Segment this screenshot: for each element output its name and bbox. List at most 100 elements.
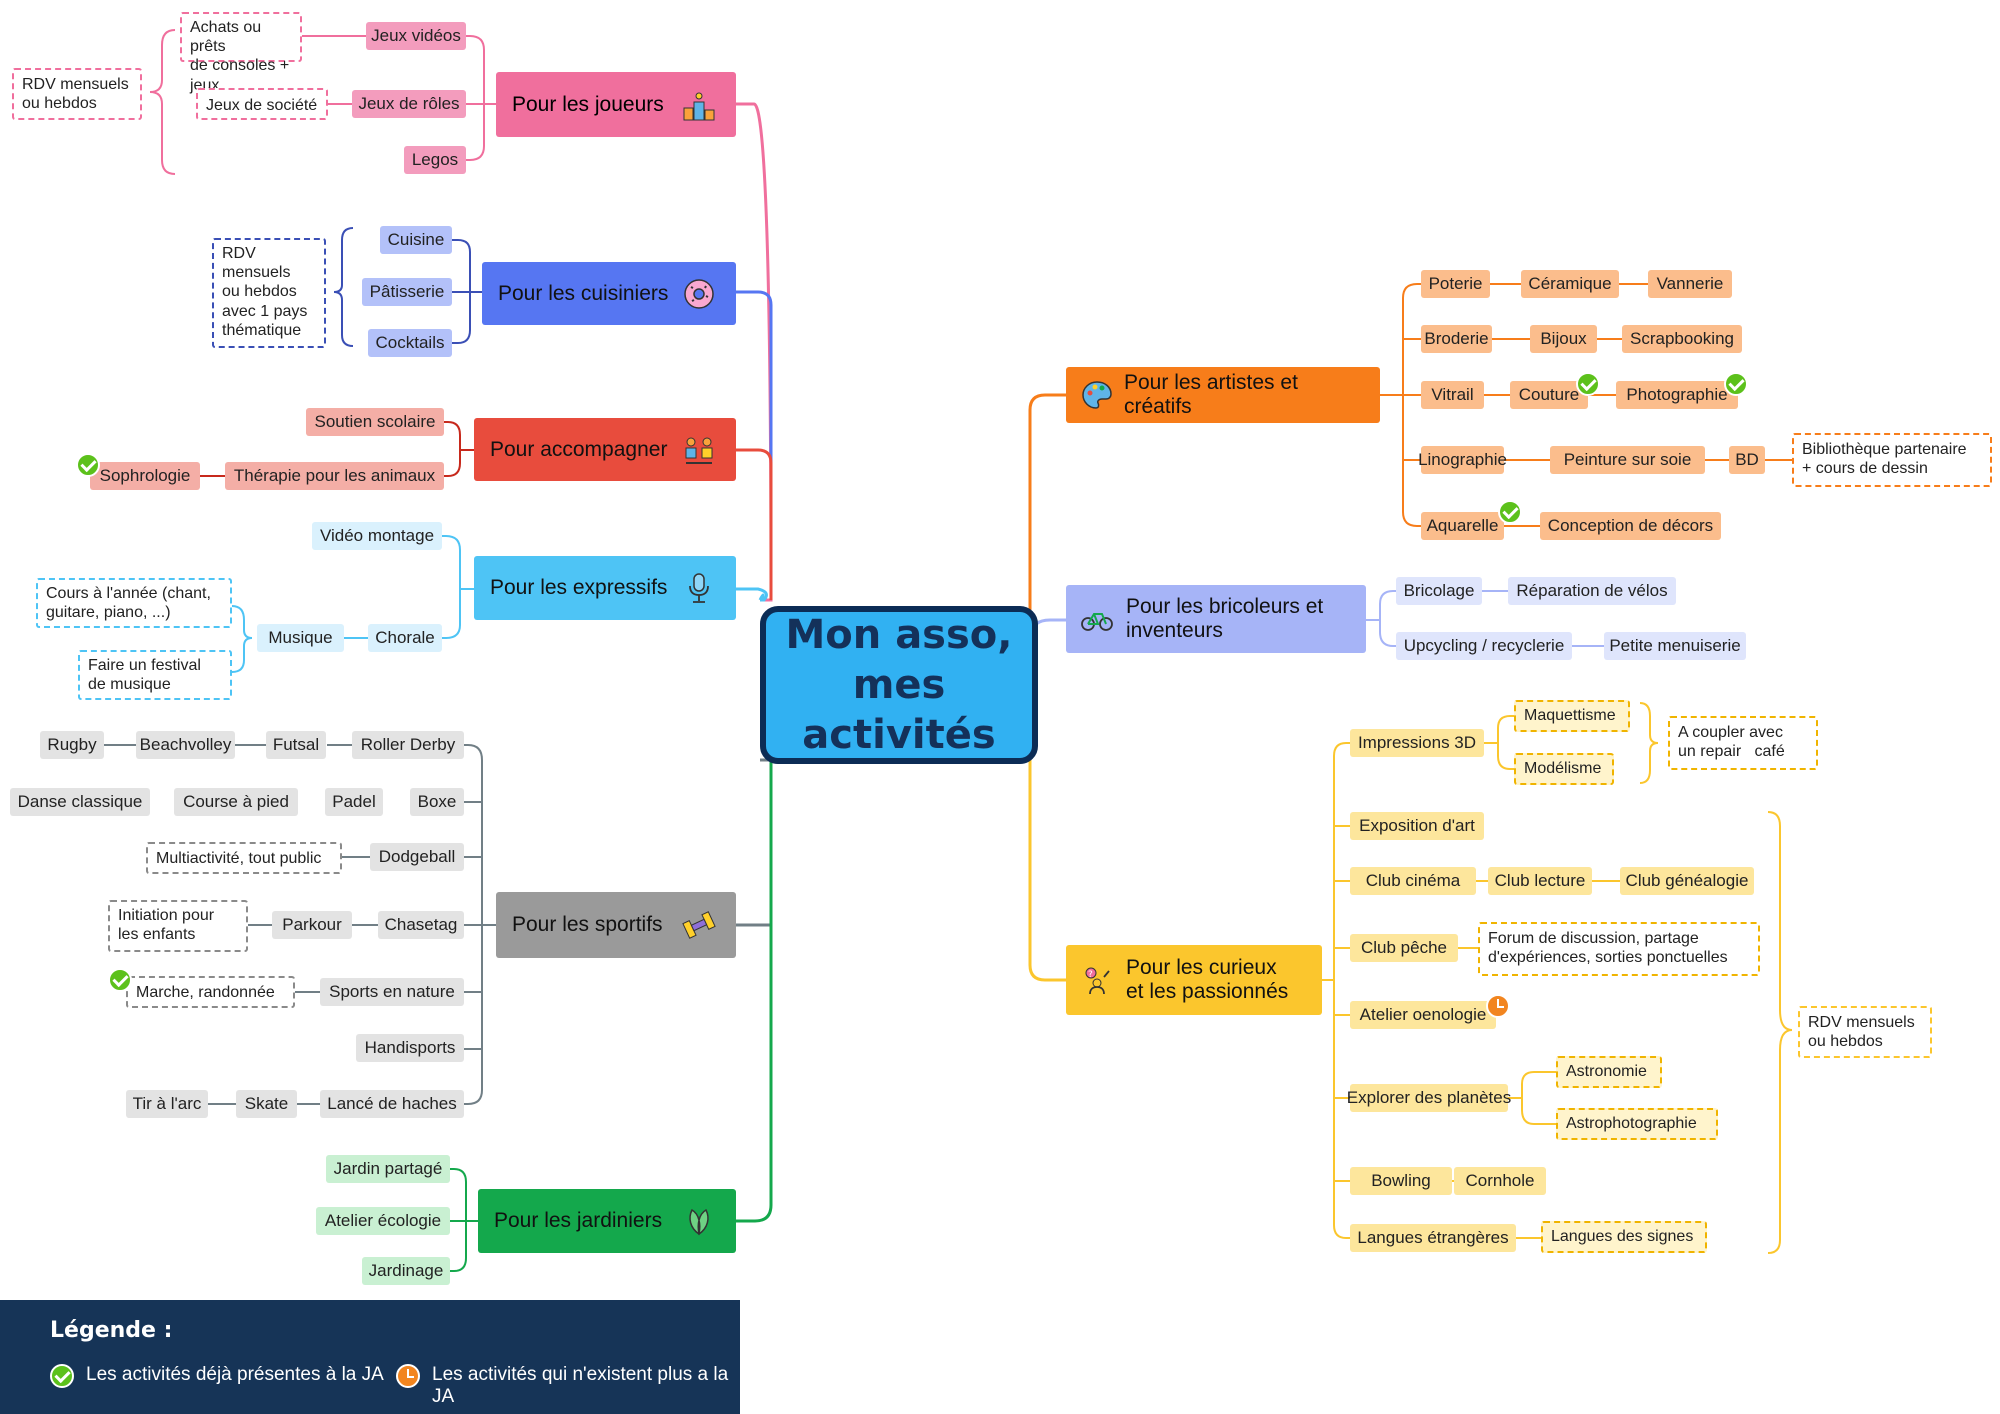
node-bijoux[interactable]: Bijoux [1530, 325, 1597, 353]
node-roller-derby[interactable]: Roller Derby [352, 731, 464, 759]
node-tir-arc[interactable]: Tir à l'arc [126, 1090, 208, 1118]
node-poterie[interactable]: Poterie [1421, 270, 1490, 298]
node-impressions-3d[interactable]: Impressions 3D [1350, 729, 1484, 757]
node-cornhole[interactable]: Cornhole [1454, 1167, 1546, 1195]
node-video-montage[interactable]: Vidéo montage [312, 522, 442, 550]
dumbbell-icon [682, 911, 716, 939]
node-chorale[interactable]: Chorale [368, 624, 442, 652]
node-jardinage[interactable]: Jardinage [362, 1257, 450, 1285]
legend-absent-label: Les activités qui n'existent plus a la J… [432, 1364, 729, 1407]
node-club-cinema[interactable]: Club cinéma [1350, 867, 1476, 895]
note-bibliotheque-line2: + cours de dessin [1802, 460, 1928, 478]
node-club-lecture[interactable]: Club lecture [1488, 867, 1592, 895]
node-sports-nature[interactable]: Sports en nature [320, 978, 464, 1006]
node-legos[interactable]: Legos [404, 146, 466, 174]
node-lance-haches[interactable]: Lancé de haches [320, 1090, 464, 1118]
note-rdv-cuisiniers-line4: avec 1 pays [222, 302, 308, 320]
donut-icon [684, 278, 714, 309]
node-exposition-art[interactable]: Exposition d'art [1350, 812, 1484, 840]
note-cours-annee: Cours à l'année (chant,guitare, piano, .… [36, 578, 232, 628]
node-patisserie[interactable]: Pâtisserie [362, 278, 452, 306]
branch-artistes[interactable]: Pour les artistes et créatifs [1066, 367, 1380, 423]
node-jardin-partage[interactable]: Jardin partagé [326, 1155, 450, 1183]
node-club-peche[interactable]: Club pêche [1350, 934, 1458, 962]
node-dodgeball[interactable]: Dodgeball [370, 843, 464, 871]
node-petite-menuiserie[interactable]: Petite menuiserie [1604, 632, 1746, 660]
branch-sportifs-label: Pour les sportifs [512, 913, 663, 936]
node-parkour[interactable]: Parkour [272, 911, 352, 939]
node-rugby[interactable]: Rugby [40, 731, 104, 759]
branch-cuisiniers[interactable]: Pour les cuisiniers [482, 262, 736, 325]
node-skate[interactable]: Skate [236, 1090, 297, 1118]
note-jeux-societe: Jeux de société [196, 88, 328, 120]
node-atelier-ecologie[interactable]: Atelier écologie [316, 1207, 450, 1235]
node-sophrologie[interactable]: Sophrologie [90, 462, 200, 490]
node-cuisine[interactable]: Cuisine [380, 226, 452, 254]
branch-curieux-label-line1: Pour les curieux [1126, 956, 1277, 979]
branch-cuisiniers-label: Pour les cuisiniers [498, 281, 669, 305]
note-marche-randonnee: Marche, randonnée [126, 976, 295, 1008]
branch-bricoleurs-label-line1: Pour les bricoleurs et [1126, 595, 1324, 618]
node-jeux-videos[interactable]: Jeux vidéos [366, 22, 466, 50]
note-forum-line2: d'expériences, sorties ponctuelles [1488, 949, 1728, 967]
note-astronomie: Astronomie [1556, 1056, 1662, 1088]
branch-expressifs-label: Pour les expressifs [490, 576, 668, 599]
node-broderie[interactable]: Broderie [1421, 325, 1492, 353]
node-upcycling[interactable]: Upcycling / recyclerie [1396, 632, 1572, 660]
branch-sportifs[interactable]: Pour les sportifs [496, 892, 736, 958]
node-bd[interactable]: BD [1729, 446, 1765, 474]
node-soutien-scolaire[interactable]: Soutien scolaire [306, 408, 444, 436]
node-course-pied[interactable]: Course à pied [174, 788, 298, 816]
branch-joueurs-label: Pour les joueurs [512, 92, 664, 116]
central-topic[interactable]: Mon asso,mes activités [760, 606, 1038, 764]
central-title-line1: Mon asso, [785, 612, 1013, 658]
node-ceramique[interactable]: Céramique [1521, 270, 1619, 298]
note-festival-line1: Faire un festival [88, 657, 201, 674]
node-aquarelle[interactable]: Aquarelle [1421, 512, 1504, 540]
branch-jardiniers-label: Pour les jardiniers [494, 1209, 663, 1232]
branch-jardiniers[interactable]: Pour les jardiniers [478, 1189, 736, 1253]
leaf-icon [689, 1208, 709, 1236]
branch-accompagner[interactable]: Pour accompagner [474, 418, 736, 481]
branch-expressifs[interactable]: Pour les expressifs [474, 556, 736, 620]
node-conception-decors[interactable]: Conception de décors [1540, 512, 1721, 540]
node-couture[interactable]: Couture [1510, 381, 1588, 409]
node-futsal[interactable]: Futsal [266, 731, 326, 759]
node-reparation-velos[interactable]: Réparation de vélos [1508, 577, 1676, 605]
note-rdv-curieux-line1: RDV mensuels [1808, 1014, 1915, 1031]
node-vannerie[interactable]: Vannerie [1648, 270, 1732, 298]
node-explorer-planetes[interactable]: Explorer des planètes [1347, 1084, 1511, 1112]
node-musique[interactable]: Musique [257, 624, 344, 652]
node-jeux-roles[interactable]: Jeux de rôles [352, 90, 466, 118]
node-beachvolley[interactable]: Beachvolley [136, 731, 235, 759]
node-photographie[interactable]: Photographie [1616, 381, 1738, 409]
node-padel[interactable]: Padel [325, 788, 383, 816]
node-boxe[interactable]: Boxe [410, 788, 464, 816]
node-atelier-oenologie[interactable]: Atelier oenologie [1350, 1001, 1496, 1029]
branch-joueurs[interactable]: Pour les joueurs [496, 72, 736, 137]
node-scrapbooking[interactable]: Scrapbooking [1622, 325, 1742, 353]
clock-icon-oenologie [1486, 994, 1510, 1018]
node-danse-classique[interactable]: Danse classique [10, 788, 150, 816]
node-chasetag[interactable]: Chasetag [378, 911, 464, 939]
node-handisports[interactable]: Handisports [356, 1034, 464, 1062]
node-therapie-animaux[interactable]: Thérapie pour les animaux [225, 462, 444, 490]
note-repair-cafe-line1: A coupler avec [1678, 724, 1783, 741]
node-cocktails[interactable]: Cocktails [368, 329, 452, 357]
node-bricolage[interactable]: Bricolage [1396, 577, 1482, 605]
node-langues-etrangeres[interactable]: Langues étrangères [1350, 1224, 1516, 1252]
node-club-genealogie[interactable]: Club généalogie [1620, 867, 1754, 895]
note-rdv-curieux-line2: ou hebdos [1808, 1033, 1883, 1051]
node-linographie[interactable]: Linographie [1418, 446, 1507, 474]
note-rdv-joueurs-line2: ou hebdos [22, 95, 97, 113]
node-peinture-soie[interactable]: Peinture sur soie [1550, 446, 1705, 474]
node-bowling[interactable]: Bowling [1350, 1167, 1452, 1195]
node-vitrail[interactable]: Vitrail [1421, 381, 1484, 409]
legend-present-label: Les activités déjà présentes à la JA [86, 1364, 384, 1385]
note-cours-annee-line1: Cours à l'année (chant, [46, 585, 211, 602]
